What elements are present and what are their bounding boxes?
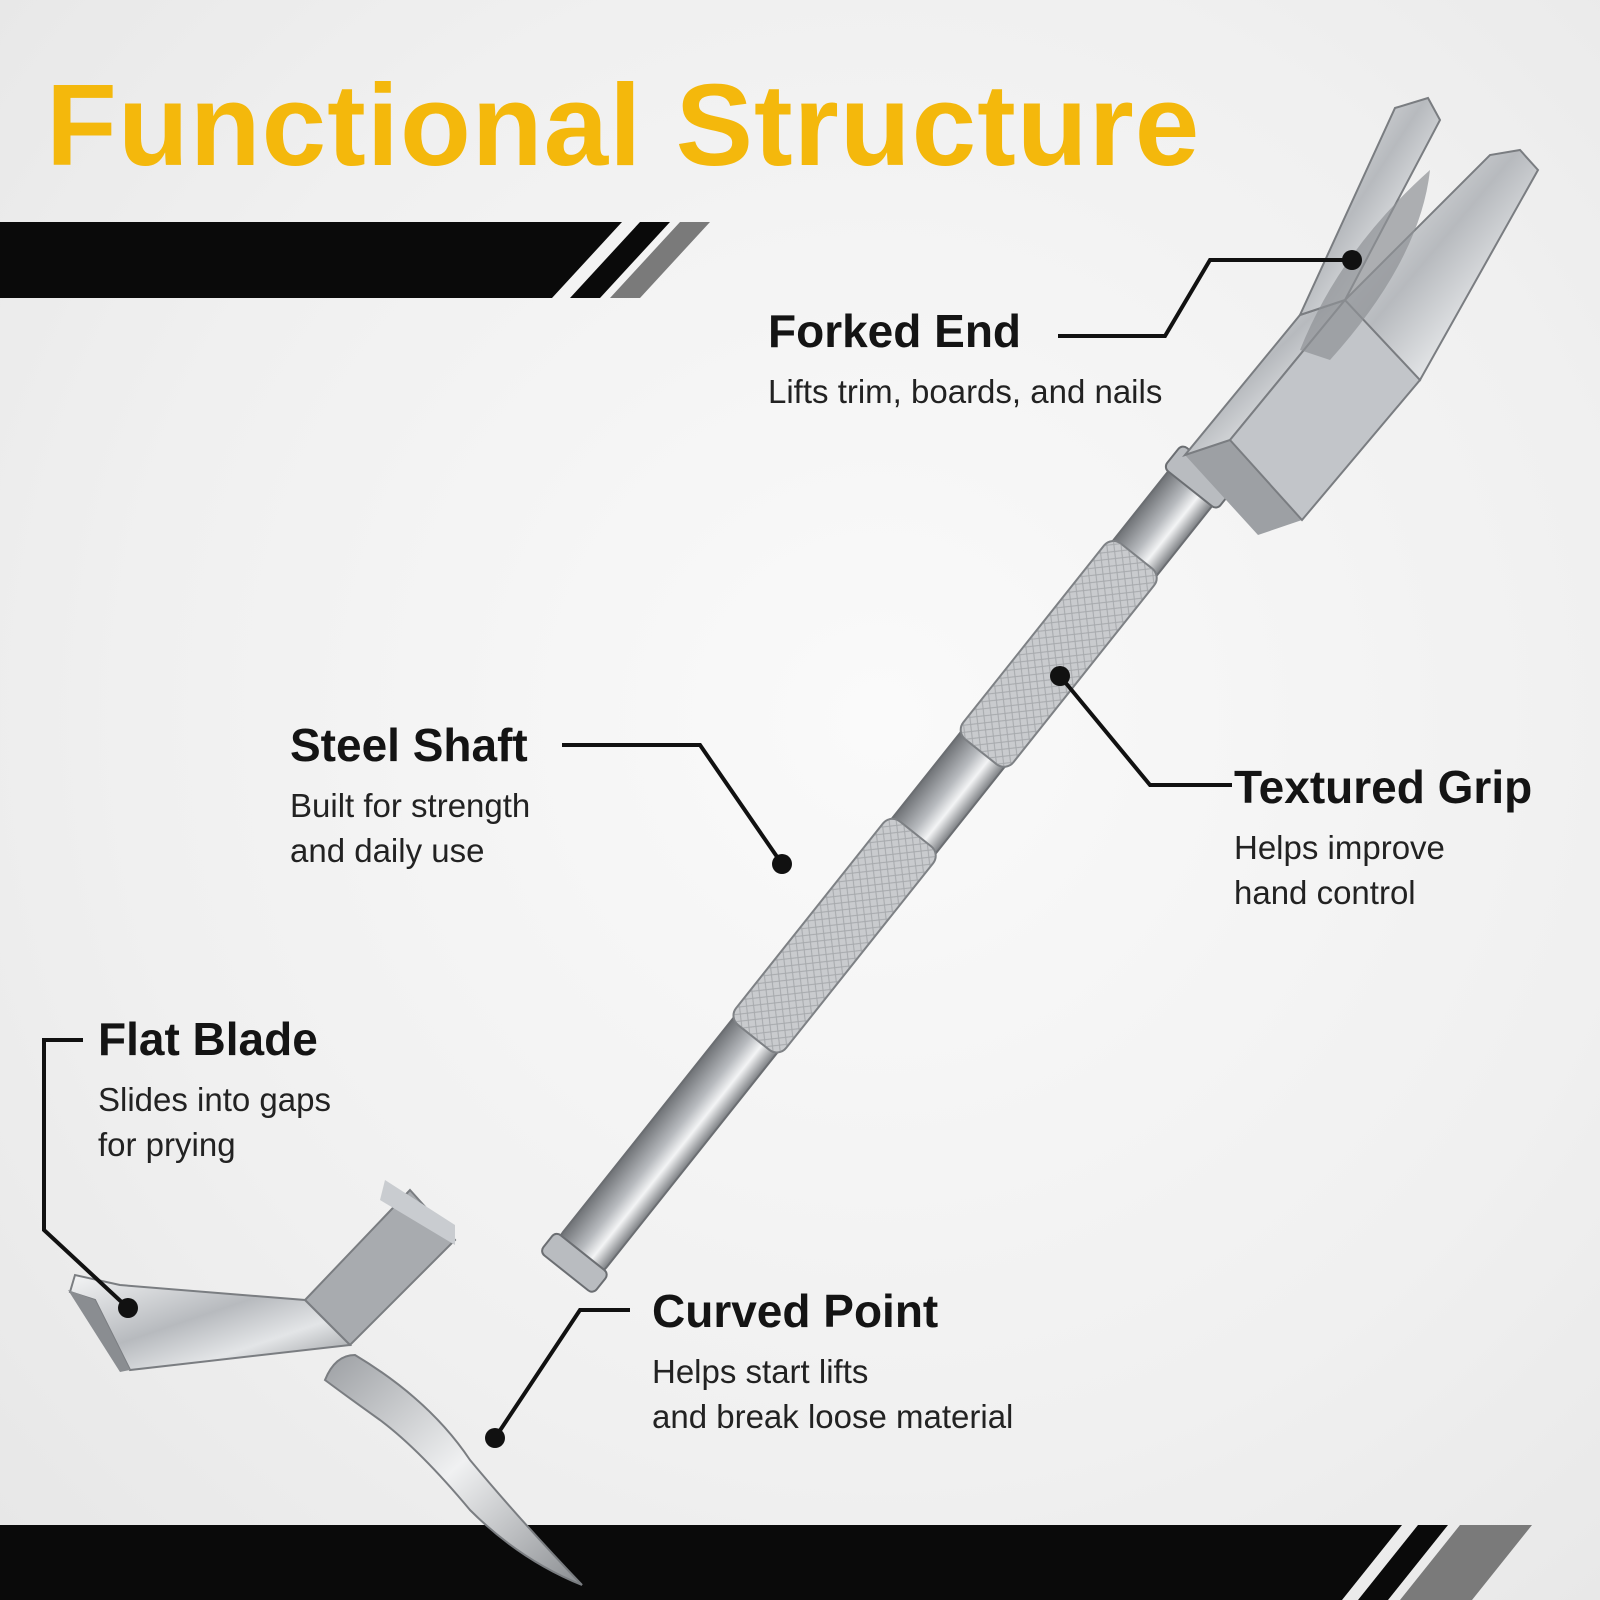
textured-grip-name: Textured Grip [1234, 761, 1533, 813]
textured-grip-description: Helps improve hand control [1234, 829, 1445, 912]
steel-shaft [541, 445, 1234, 1293]
top-band-stripe [570, 222, 670, 298]
curved-point-name: Curved Point [652, 1285, 939, 1337]
forked-end-head [1182, 96, 1540, 535]
top-band-stripe [610, 222, 710, 298]
flat-blade-description: Slides into gaps for prying [98, 1081, 331, 1164]
forked-end-description: Lifts trim, boards, and nails [768, 373, 1163, 411]
bottom-band [0, 1525, 1532, 1600]
curved-point-description: Helps start lifts and break loose materi… [652, 1353, 1014, 1436]
bottom-band-stripe [1400, 1525, 1532, 1600]
textured-grip-marker [1050, 666, 1070, 686]
steel-shaft-leader [562, 743, 784, 866]
textured-grip-upper [959, 540, 1158, 768]
steel-shaft-description: Built for strength and daily use [290, 787, 531, 870]
curved-point-claw [323, 1353, 583, 1586]
curved-point-leader [493, 1308, 630, 1440]
flat-blade-leader [42, 1038, 130, 1310]
flat-blade-head [68, 1180, 457, 1372]
textured-grip-leader [1058, 674, 1232, 787]
top-band [0, 222, 710, 298]
textured-grip-label: Textured Grip Helps improve hand control [1234, 760, 1532, 915]
steel-shaft-label: Steel Shaft Built for strength and daily… [290, 718, 530, 873]
flat-blade-marker [118, 1298, 138, 1318]
forked-end-leader [1058, 258, 1352, 338]
page-title: Functional Structure [46, 60, 1201, 190]
flat-blade-label: Flat Blade Slides into gaps for prying [98, 1012, 331, 1167]
flat-blade-name: Flat Blade [98, 1013, 318, 1065]
textured-grip-lower [732, 817, 937, 1054]
forked-end-label: Forked End Lifts trim, boards, and nails [768, 304, 1162, 414]
bottom-band-bar [0, 1525, 1402, 1600]
steel-shaft-name: Steel Shaft [290, 719, 528, 771]
pry-bar [68, 96, 1540, 1586]
curved-point-label: Curved Point Helps start lifts and break… [652, 1284, 1013, 1439]
forked-end-name: Forked End [768, 305, 1022, 357]
forked-end-marker [1342, 250, 1362, 270]
top-band-bar [0, 222, 622, 298]
bottom-band-stripe [1358, 1525, 1448, 1600]
steel-shaft-marker [772, 854, 792, 874]
curved-point-marker [485, 1428, 505, 1448]
